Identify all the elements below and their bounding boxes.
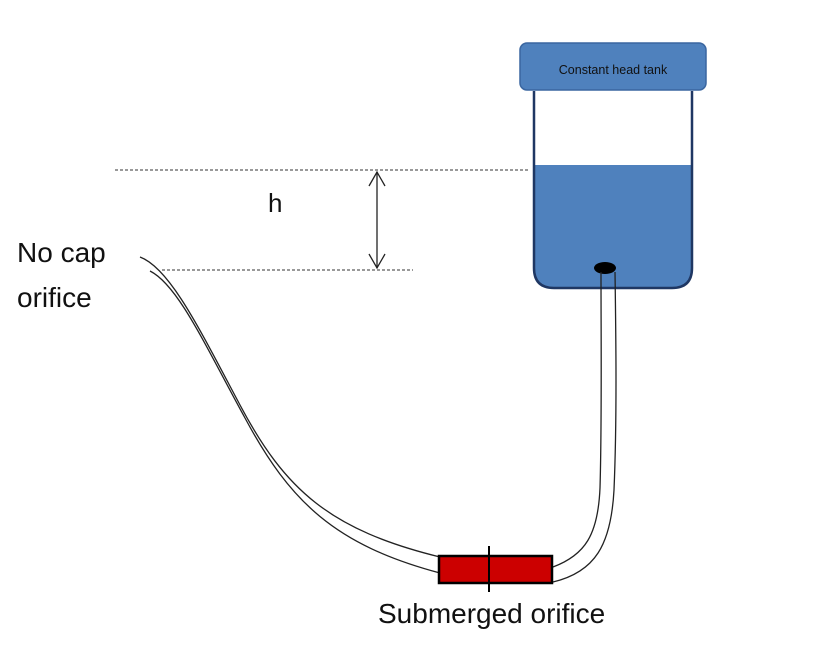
head-dimension-arrow xyxy=(368,170,386,270)
outlet-tube-left xyxy=(139,256,441,574)
no-cap-orifice-label-line1: No cap xyxy=(17,237,106,268)
outlet-tube-right xyxy=(552,271,617,583)
tank-body xyxy=(532,91,694,290)
submerged-orifice xyxy=(437,554,554,585)
tank-label: Constant head tank xyxy=(559,63,668,77)
head-label: h xyxy=(268,188,282,218)
no-cap-orifice-label-line2: orifice xyxy=(17,282,92,313)
tank-lid xyxy=(519,42,707,91)
submerged-orifice-label: Submerged orifice xyxy=(378,598,605,629)
tank-outlet-hole xyxy=(594,262,616,274)
